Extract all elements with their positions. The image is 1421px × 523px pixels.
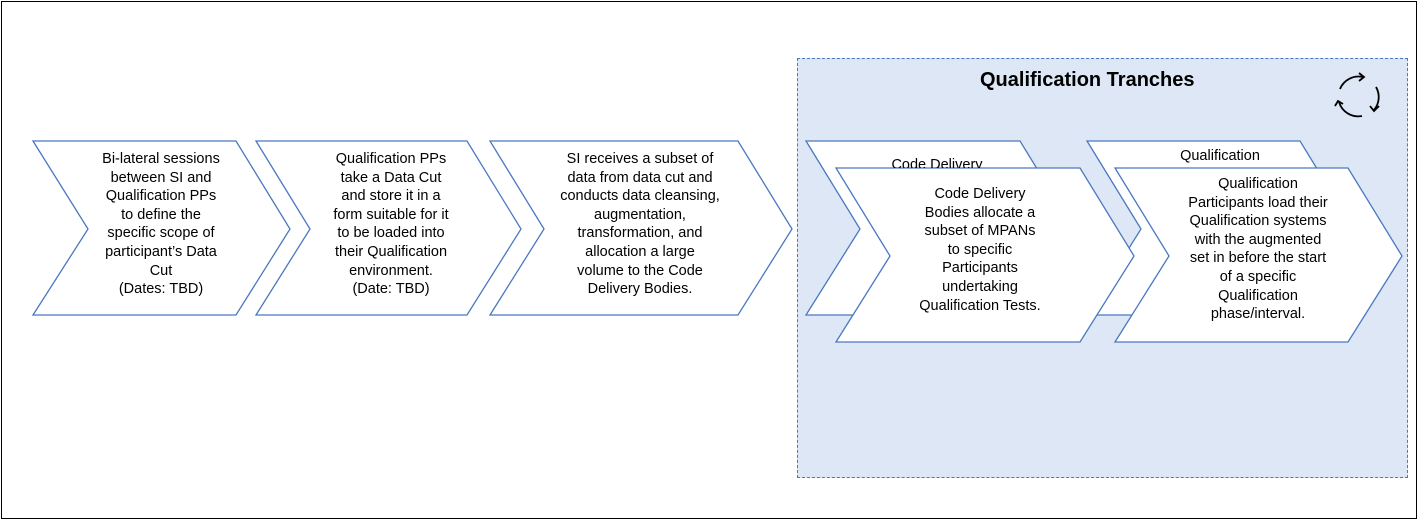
step-2-line: their Qualification [334,243,448,260]
front-card-1-line: subset of MPANs [924,223,1036,240]
front-card-1-text: Code Delivery Bodies allocate a subset o… [888,185,1072,315]
step-2-line: form suitable for it [333,206,449,223]
front-card-1-line: undertaking [942,278,1018,295]
step-1-line: specific scope of [107,225,215,242]
step-1-line: Bi-lateral sessions [102,151,220,167]
step-2-line: to be loaded into [337,225,445,242]
step-1-line: Qualification PPs [105,188,217,205]
front-card-2-line: phase/interval. [1210,306,1306,323]
step-3-line: transformation, and [577,225,703,242]
step-1-line: participant’s Data [105,243,217,260]
step-2-text: Qualification PPs take a Data Cut and st… [312,150,470,299]
step-2-line: environment. [349,262,433,279]
step-3-line: Delivery Bodies. [587,281,693,298]
step-3-line: conducts data cleansing, [560,188,720,205]
step-1-line: (Dates: TBD) [118,281,204,298]
front-card-1-line: to specific [947,241,1013,258]
front-card-2-line: set in before the start [1189,250,1327,267]
front-card-2-line: Participants load their [1188,194,1328,211]
step-1-line: Cut [149,262,173,279]
step-3-line: data from data cut and [567,169,713,186]
front-card-2-chevron [1113,167,1403,343]
step-3-line: SI receives a subset of [566,151,714,167]
step-2-line: and store it in a [341,188,441,205]
front-card-2-line: of a specific [1219,268,1297,285]
step-1-line: between SI and [110,169,212,186]
front-card-2-line: Qualification systems [1189,213,1327,230]
front-card-1-line: Qualification Tests. [919,297,1041,314]
step-1-text: Bi-lateral sessions between SI and Quali… [86,150,236,299]
step-3-line: volume to the Code [577,262,703,279]
step-3-text: SI receives a subset of data from data c… [548,150,732,299]
front-card-2-line: Qualification [1218,176,1298,192]
step-3-line: augmentation, [594,206,686,223]
step-1-chevron [31,140,291,316]
front-card-2-line: with the augmented [1194,231,1322,248]
step-2-line: take a Data Cut [340,169,442,186]
step-3-line: allocation a large [585,243,695,260]
back-card-1-label: Code Delivery [891,157,983,168]
front-card-1-line: Code Delivery [934,186,1026,202]
front-card-1-line: Bodies allocate a [924,204,1036,221]
step-2-line: (Date: TBD) [352,281,430,298]
cycle-arrows-icon [1334,72,1380,118]
step-2-line: Qualification PPs [335,151,447,167]
front-card-2-text: Qualification Participants load their Qu… [1162,175,1354,324]
front-card-2-line: Qualification [1218,287,1298,304]
front-card-1-chevron [834,167,1135,343]
step-3-chevron [488,140,793,316]
step-1-line: to define the [121,206,201,223]
tranche-title: Qualification Tranches [980,69,1195,91]
front-card-1-line: Participants [942,260,1018,277]
step-2-chevron [254,140,522,316]
back-card-2-label: Qualification [1180,148,1260,164]
